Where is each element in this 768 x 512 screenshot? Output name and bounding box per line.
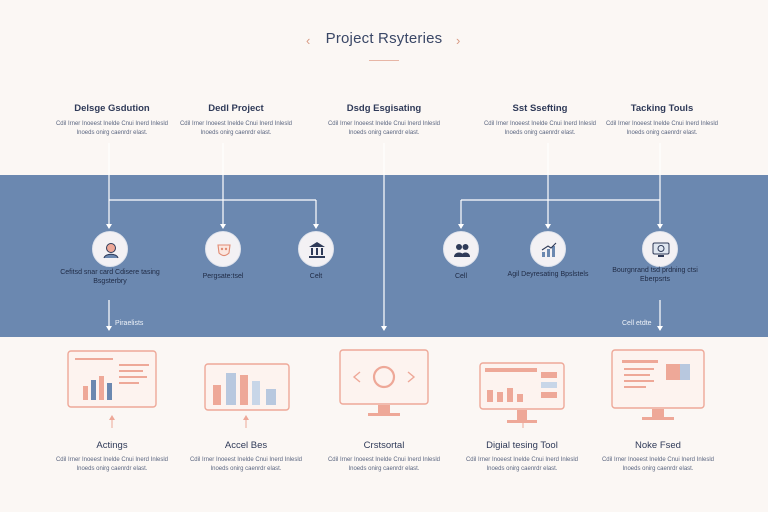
page-title: Project Rsyteries [325,30,443,47]
bar-chart-icon [541,242,557,257]
mask-icon [217,244,231,257]
bottom-item-3: Crstsortal Cdil Irner Inoeest Inelde Cnu… [327,440,441,472]
bottom-item-2: Accel Bes Cdil Irner Inoeest Inelde Cnui… [189,440,303,472]
band-note-left: Piraelists [115,320,144,327]
column-heading-1: Delsge Gsdution Cdil Irner Inoeest Ineld… [55,103,169,136]
node-label-mask: Pergsate:tsel [202,273,244,280]
chevron-left-icon[interactable]: ‹ [306,33,311,48]
building-icon [309,242,325,258]
title-bar: Project Rsyteries [0,30,768,48]
bottom-item-4: Digial tesing Tool Cdil Irner Inoeest In… [465,440,579,472]
node-chart[interactable] [530,231,566,267]
column-heading-4: Sst Ssefting Cdil Irner Inoeest Inelde C… [483,103,597,136]
bottom-item-5: Noke Fsed Cdil Irner Inoeest Inelde Cnui… [601,440,715,472]
node-building[interactable] [298,231,334,267]
node-label-monitor: Bourgnrand tsd prdning ctsi Eberpsrts [612,267,698,283]
node-label-users: Cell [454,273,468,280]
noke-fsed-monitor-graphic[interactable] [610,348,706,424]
accel-bes-chart-graphic[interactable] [204,363,290,413]
band-note-right: Cell etdte [622,320,652,327]
node-users[interactable] [443,231,479,267]
actings-dashboard-graphic[interactable] [67,350,157,412]
node-person[interactable] [92,231,128,267]
title-underline [369,60,399,61]
person-icon [103,243,119,259]
bottom-item-1: Actings Cdil Irner Inoeest Inelde Cnui I… [55,440,169,472]
users-icon [454,244,470,257]
chevron-right-icon[interactable]: › [456,33,461,48]
column-heading-5: Tacking Touls Cdil Irner Inoeest Inelde … [605,103,719,136]
node-mask[interactable] [205,231,241,267]
node-label-chart: Agil Deyresating Bpslstels [507,271,589,278]
node-label-building: Celt [309,273,323,280]
node-monitor[interactable] [642,231,678,267]
node-label-person: Cefitsd snar card Cdisere tasing Bsgster… [60,269,160,285]
monitor-icon [652,242,670,257]
column-heading-2: Dedl Project Cdil Irner Inoeest Inelde C… [179,103,293,136]
crstsortal-monitor-graphic[interactable] [338,348,430,420]
digital-testing-tool-graphic[interactable] [479,362,565,430]
column-heading-3: Dsdg Esgisating Cdil Irner Inoeest Ineld… [327,103,441,136]
